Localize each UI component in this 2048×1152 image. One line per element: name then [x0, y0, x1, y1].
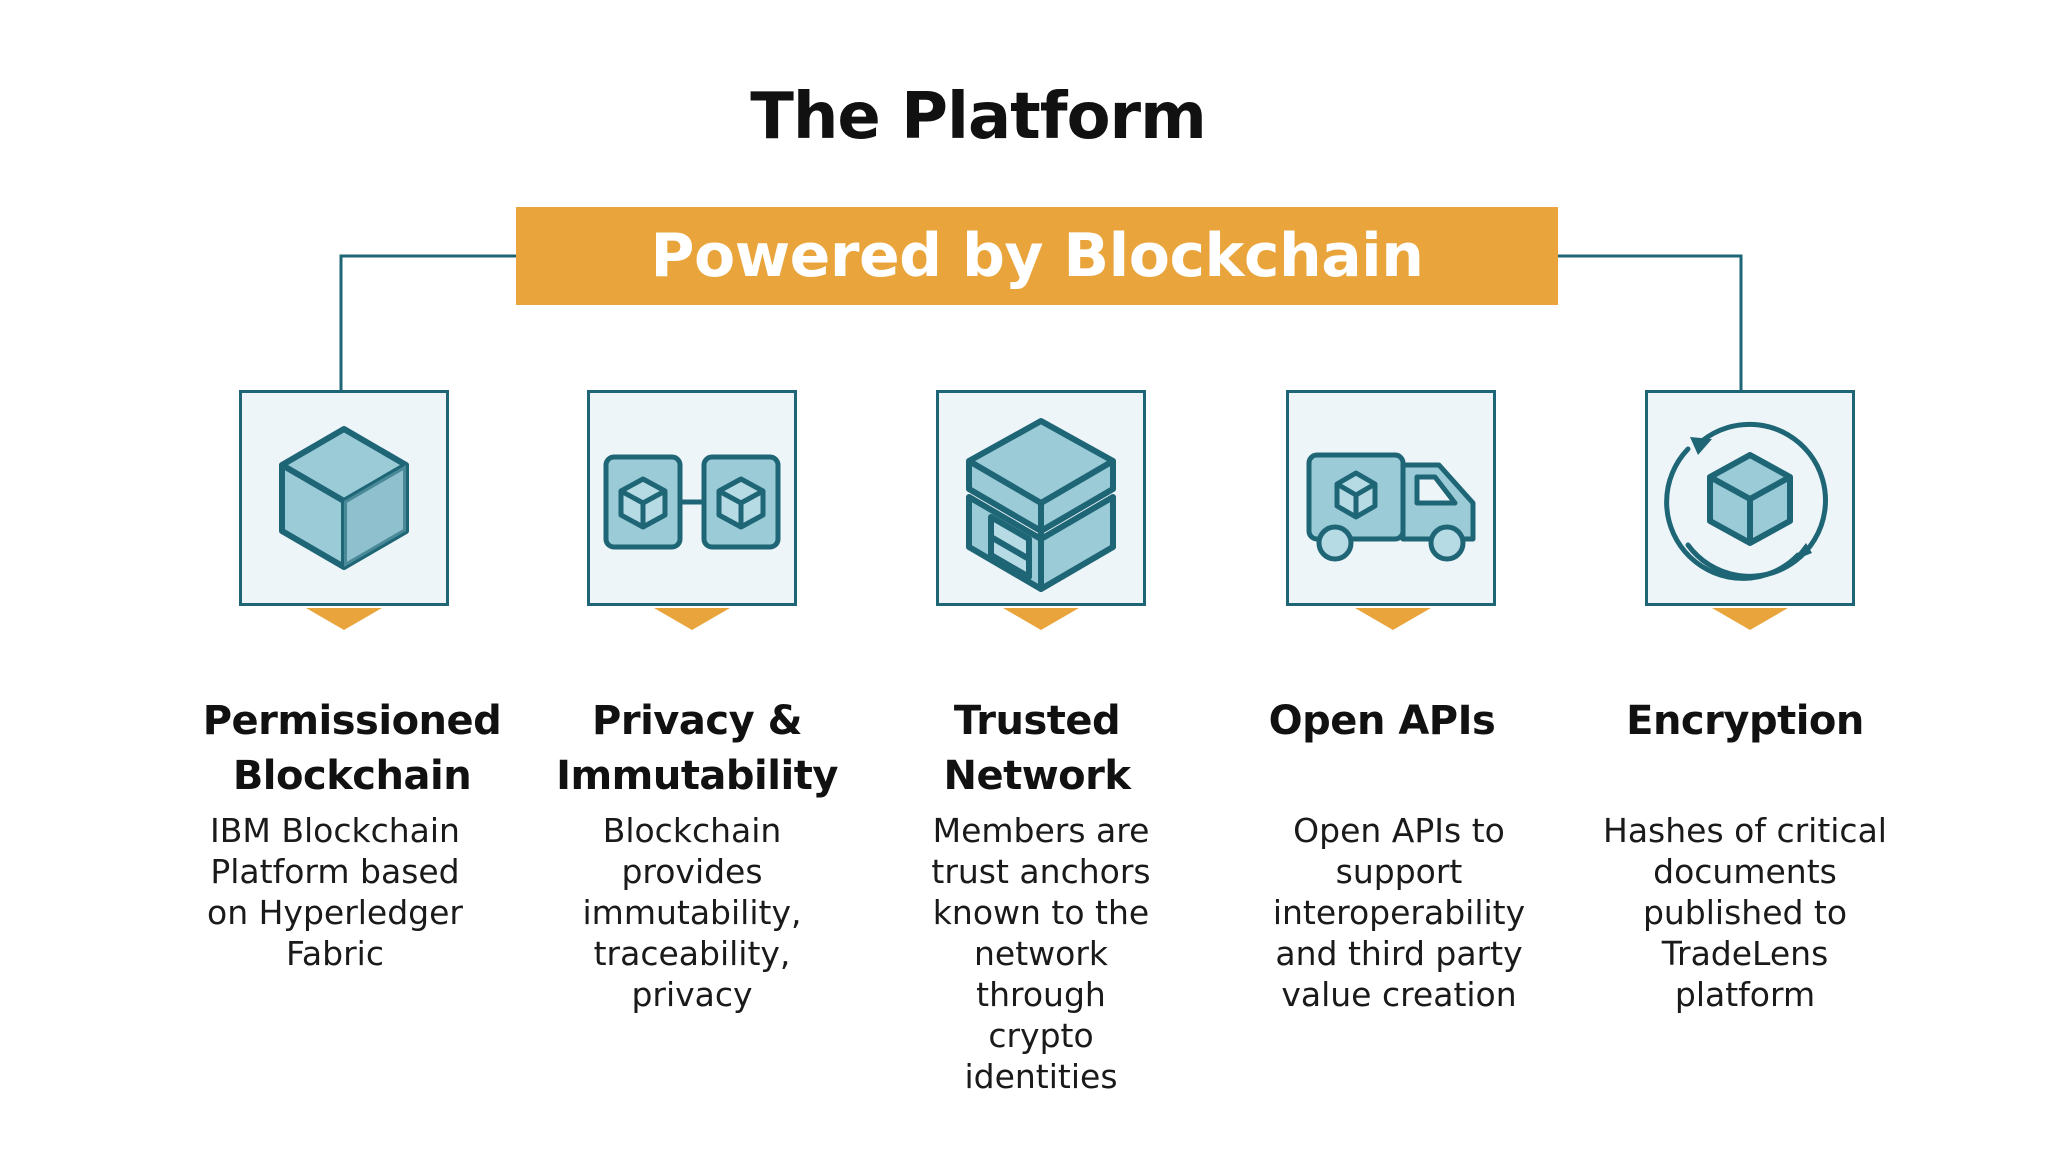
cube-icon — [279, 426, 409, 570]
feature-title-encryption: Encryption — [1626, 698, 1864, 744]
feature-desc-permissioned-blockchain: IBM Blockchain Platform based on Hyperle… — [207, 811, 463, 973]
card-pointer — [1003, 608, 1079, 630]
linked-blocks-icon — [603, 454, 781, 550]
banner: Powered by Blockchain — [516, 207, 1558, 305]
feature-card-privacy-immutability — [587, 390, 797, 606]
banner-text: Powered by Blockchain — [650, 221, 1424, 291]
feature-title-privacy-immutability: Privacy &Immutability — [556, 698, 838, 799]
page-title: The Platform — [750, 80, 1207, 154]
delivery-truck-icon — [1306, 452, 1476, 562]
feature-title-open-apis: Open APIs — [1268, 698, 1496, 744]
feature-card-permissioned-blockchain — [239, 390, 449, 606]
feature-card-trusted-network — [936, 390, 1146, 606]
card-pointer — [1712, 608, 1788, 630]
feature-card-open-apis — [1286, 390, 1496, 606]
card-pointer — [1355, 608, 1431, 630]
card-pointer — [306, 608, 382, 630]
feature-card-encryption — [1645, 390, 1855, 606]
feature-desc-trusted-network: Members are trust anchors known to the n… — [931, 811, 1151, 1096]
card-pointer — [654, 608, 730, 630]
feature-desc-open-apis: Open APIs to support interoperability an… — [1272, 811, 1526, 1014]
cube-cycle-icon — [1664, 421, 1828, 581]
warehouse-icon — [966, 418, 1116, 592]
feature-desc-privacy-immutability: Blockchain provides immutability, tracea… — [582, 811, 802, 1014]
feature-desc-encryption: Hashes of critical documents published t… — [1603, 811, 1887, 1014]
